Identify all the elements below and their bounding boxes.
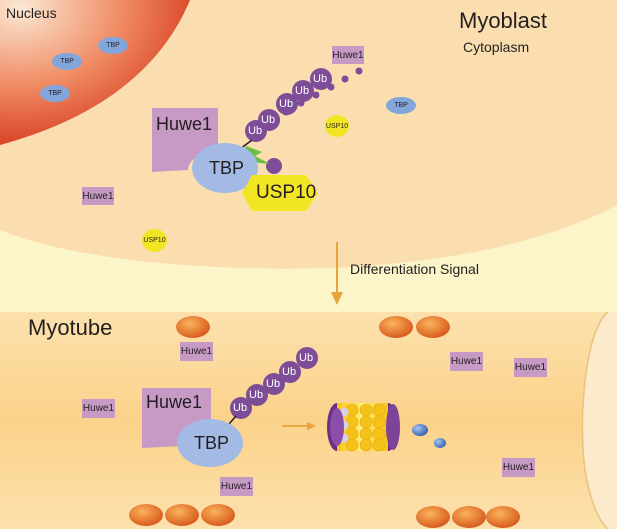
ub-label: Ub (313, 73, 328, 85)
huwe1-free: Huwe1 (82, 399, 115, 418)
myotube-label: Myotube (28, 315, 113, 340)
tbp-nuclear: TBP (98, 37, 128, 54)
tbp-nuclear: TBP (40, 85, 70, 102)
usp10-complex-label: USP10 (256, 182, 317, 203)
huwe1-myotube-shape (142, 388, 211, 448)
ub-label: Ub (282, 366, 297, 378)
huwe1-myotube-label: Huwe1 (146, 392, 203, 412)
usp10-hexagon (242, 175, 318, 211)
ub-label: Ub (261, 114, 276, 126)
usp10-free: USP10 (142, 229, 167, 252)
huwe1-free: Huwe1 (450, 352, 483, 371)
myotube-cell (0, 312, 608, 529)
huwe1-free: Huwe1 (332, 46, 364, 64)
huwe1-free: Huwe1 (220, 477, 253, 496)
signal-label: Differentiation Signal (350, 261, 479, 277)
tbp-myotube-label: TBP (194, 433, 230, 453)
ub-label: Ub (233, 402, 248, 414)
ub-label: Ub (249, 389, 264, 401)
vesicles (129, 316, 520, 528)
huwe1-complex-shape (152, 108, 218, 172)
nucleus-label: Nucleus (6, 5, 57, 21)
usp10-free: USP10 (325, 115, 349, 137)
ub-label: Ub (248, 125, 263, 137)
huwe1-complex-label: Huwe1 (156, 114, 213, 134)
ub-chain-myoblast (245, 67, 363, 174)
huwe1-free: Huwe1 (82, 187, 114, 205)
huwe1-free: Huwe1 (514, 358, 547, 377)
huwe1-free: Huwe1 (502, 458, 535, 477)
tbp-complex-label: TBP (209, 158, 245, 178)
ub-label: Ub (266, 378, 281, 390)
ub-label: Ub (279, 98, 294, 110)
ub-chain-myotube (230, 347, 318, 419)
ub-label: Ub (295, 85, 310, 97)
tbp-nuclear: TBP (52, 53, 82, 70)
tbp-myoblast-shape (192, 143, 258, 193)
myoblast-label: Myoblast (459, 8, 548, 33)
nucleus (0, 0, 190, 145)
tbp-free: TBP (386, 97, 416, 114)
myoblast-cell (0, 0, 617, 269)
peptide-fragment (434, 438, 446, 448)
cytoplasm-label: Cytoplasm (463, 39, 530, 55)
peptide-fragment (412, 424, 428, 436)
huwe1-free: Huwe1 (180, 342, 213, 361)
tbp-myotube-shape (177, 419, 243, 467)
ub-label: Ub (299, 352, 314, 364)
proteasome (327, 403, 400, 452)
